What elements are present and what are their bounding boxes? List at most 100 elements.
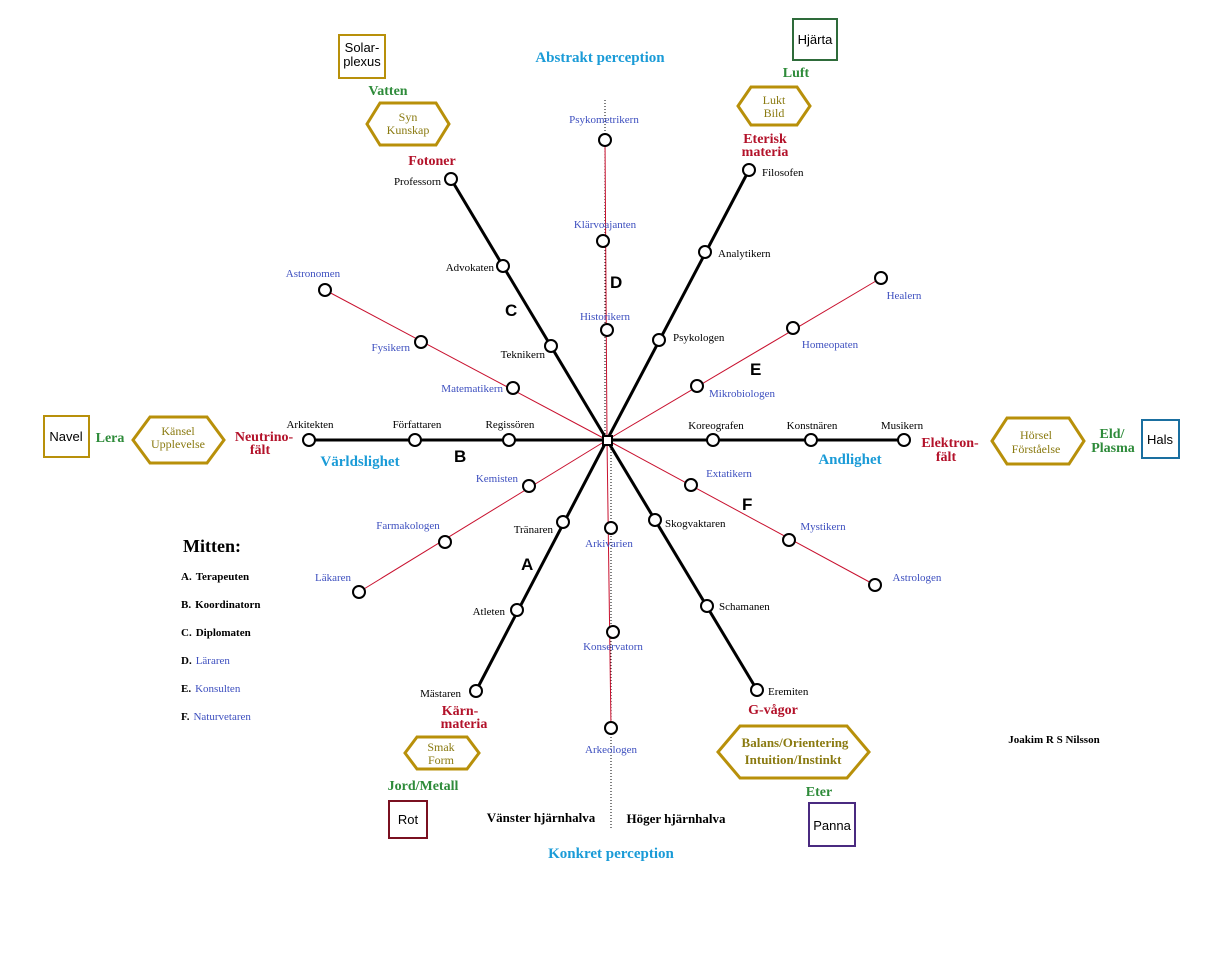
field-elektron-2: fält — [936, 450, 957, 465]
node-psykometrikern[interactable] — [598, 133, 612, 147]
node-extatikern[interactable] — [684, 478, 698, 492]
sense-syn-1: Syn — [399, 110, 418, 124]
center-legend: Mitten: A.Terapeuten B.Koordinatorn C.Di… — [181, 536, 261, 739]
node-klarvoajanten[interactable] — [596, 234, 610, 248]
axis-right-label: Andlighet — [818, 452, 881, 468]
label-historikern: Historikern — [580, 311, 631, 323]
sense-kansel-2: Upplevelse — [151, 437, 205, 451]
legend-key: B. — [181, 599, 192, 611]
node-psykologen[interactable] — [652, 333, 666, 347]
node-advokaten[interactable] — [496, 259, 510, 273]
legend-title: Mitten: — [183, 536, 241, 556]
node-tranaren[interactable] — [556, 515, 570, 529]
node-arkitekten[interactable] — [302, 433, 316, 447]
node-filosofen[interactable] — [742, 163, 756, 177]
node-mastaren[interactable] — [469, 684, 483, 698]
label-psykologen: Psykologen — [673, 332, 725, 344]
spoke-astrologen — [606, 439, 876, 586]
node-arkivarien[interactable] — [604, 521, 618, 535]
legend-value: Diplomaten — [195, 627, 251, 639]
node-mikrobiologen[interactable] — [690, 379, 704, 393]
label-arkivarien: Arkivarien — [585, 538, 633, 550]
node-astrologen[interactable] — [868, 578, 882, 592]
label-tranaren: Tränaren — [514, 524, 554, 536]
node-historikern[interactable] — [600, 323, 614, 337]
chakra-panna-box — [808, 802, 856, 847]
field-karn-1: Kärn- — [442, 704, 479, 719]
chakra-solar-2: plexus — [343, 54, 381, 69]
node-lakaren[interactable] — [352, 585, 366, 599]
chakra-solar-1: Solar- — [345, 40, 380, 55]
sense-horsel-2: Förståelse — [1012, 442, 1061, 456]
chakra-panna: Panna — [813, 818, 851, 833]
label-mastaren: Mästaren — [420, 688, 461, 700]
label-analytikern: Analytikern — [718, 248, 771, 260]
legend-key: E. — [181, 683, 192, 695]
label-professorn: Professorn — [394, 176, 442, 188]
chakra-hals-box — [1141, 419, 1180, 459]
node-professorn[interactable] — [444, 172, 458, 186]
label-homeopaten: Homeopaten — [802, 339, 859, 351]
node-konservatorn[interactable] — [606, 625, 620, 639]
spoke-professorn — [449, 178, 609, 441]
chakra-hjarta-box — [792, 18, 838, 61]
spoke-filosofen — [605, 169, 751, 441]
sense-balans-1: Balans/Orientering — [742, 735, 849, 750]
node-eremiten[interactable] — [750, 683, 764, 697]
node-forfattaren[interactable] — [408, 433, 422, 447]
node-skogvaktaren[interactable] — [648, 513, 662, 527]
axis-bottom-label: Konkret perception — [548, 846, 674, 862]
node-arkeologen[interactable] — [604, 721, 618, 735]
element-jord: Jord/Metall — [388, 779, 459, 794]
element-eter: Eter — [806, 785, 832, 800]
field-karn-2: materia — [441, 717, 488, 732]
node-musikern[interactable] — [897, 433, 911, 447]
hex-syn — [365, 101, 451, 147]
legend-key: D. — [181, 655, 192, 667]
label-astrologen: Astrologen — [893, 572, 942, 584]
left-hemisphere-label: Vänster hjärnhalva — [487, 810, 596, 825]
node-regissoren[interactable] — [502, 433, 516, 447]
label-konstnaren: Konstnären — [787, 420, 838, 432]
label-musikern: Musikern — [881, 420, 924, 432]
hex-balans — [716, 724, 871, 780]
label-matematikern: Matematikern — [441, 383, 503, 395]
node-astronomen[interactable] — [318, 283, 332, 297]
field-neutrino-2: fält — [250, 443, 271, 458]
label-arkeologen: Arkeologen — [585, 744, 637, 756]
node-homeopaten[interactable] — [786, 321, 800, 335]
spoke-d — [604, 139, 608, 441]
label-skogvaktaren: Skogvaktaren — [665, 518, 726, 530]
node-matematikern[interactable] — [506, 381, 520, 395]
label-konservatorn: Konservatorn — [583, 641, 643, 653]
sense-kansel-1: Känsel — [161, 424, 195, 438]
field-fotoner: Fotoner — [408, 154, 455, 169]
node-koreografen[interactable] — [706, 433, 720, 447]
node-healern[interactable] — [874, 271, 888, 285]
node-atleten[interactable] — [510, 603, 524, 617]
right-hemisphere-label: Höger hjärnhalva — [626, 811, 726, 826]
axis-left-label: Världslighet — [320, 454, 399, 470]
label-healern: Healern — [887, 290, 922, 302]
legend-item-b: B.Koordinatorn — [181, 599, 261, 627]
node-mystikern[interactable] — [782, 533, 796, 547]
label-arkitekten: Arkitekten — [286, 419, 334, 431]
center-node — [602, 435, 613, 446]
element-eld-2: Plasma — [1091, 441, 1135, 456]
spoke-eremiten — [605, 439, 759, 691]
node-teknikern[interactable] — [544, 339, 558, 353]
chakra-solar-box — [338, 34, 386, 79]
hex-kansel — [131, 415, 226, 465]
node-analytikern[interactable] — [698, 245, 712, 259]
node-schamanen[interactable] — [700, 599, 714, 613]
label-filosofen: Filosofen — [762, 167, 804, 179]
node-fysikern[interactable] — [414, 335, 428, 349]
node-farmakologen[interactable] — [438, 535, 452, 549]
label-farmakologen: Farmakologen — [376, 520, 440, 532]
hex-smak — [403, 735, 481, 771]
author-credit: Joakim R S Nilsson — [1008, 734, 1099, 746]
node-kemisten[interactable] — [522, 479, 536, 493]
spoke-d-down — [606, 439, 612, 729]
label-extatikern: Extatikern — [706, 468, 752, 480]
node-konstnaren[interactable] — [804, 433, 818, 447]
